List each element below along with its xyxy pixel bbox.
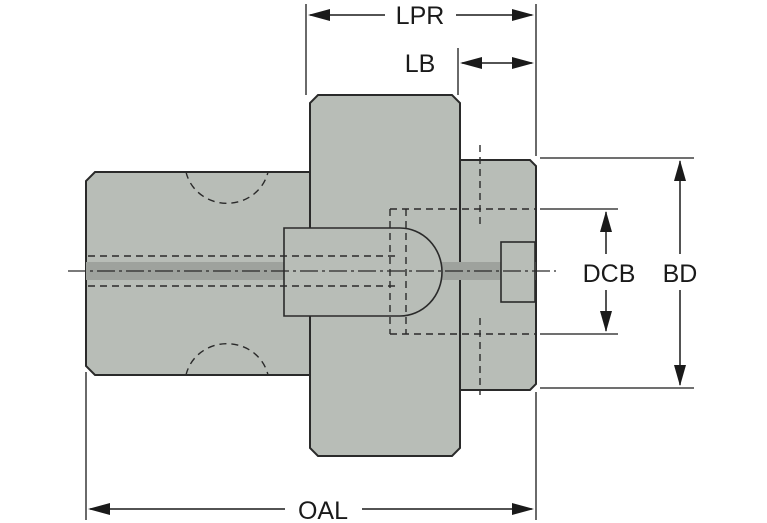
label-lpr: LPR bbox=[396, 2, 445, 30]
dimension-lb: LB bbox=[405, 50, 534, 78]
dimension-lpr: LPR bbox=[308, 2, 534, 30]
label-lb: LB bbox=[405, 50, 436, 78]
label-oal: OAL bbox=[298, 497, 348, 523]
hidden-hole-top bbox=[185, 171, 269, 205]
hidden-hole-bottom bbox=[185, 342, 269, 376]
label-bd: BD bbox=[663, 260, 698, 288]
dimension-bd: BD bbox=[663, 160, 698, 386]
hidden-axial-hole bbox=[88, 255, 400, 287]
extension-lines bbox=[85, 4, 694, 520]
dimension-oal: OAL bbox=[88, 497, 534, 523]
adapter-body bbox=[68, 94, 556, 457]
drive-key bbox=[283, 227, 443, 317]
label-dcb: DCB bbox=[583, 260, 636, 288]
dimension-dcb: DCB bbox=[583, 211, 636, 332]
end-slot bbox=[500, 241, 536, 303]
